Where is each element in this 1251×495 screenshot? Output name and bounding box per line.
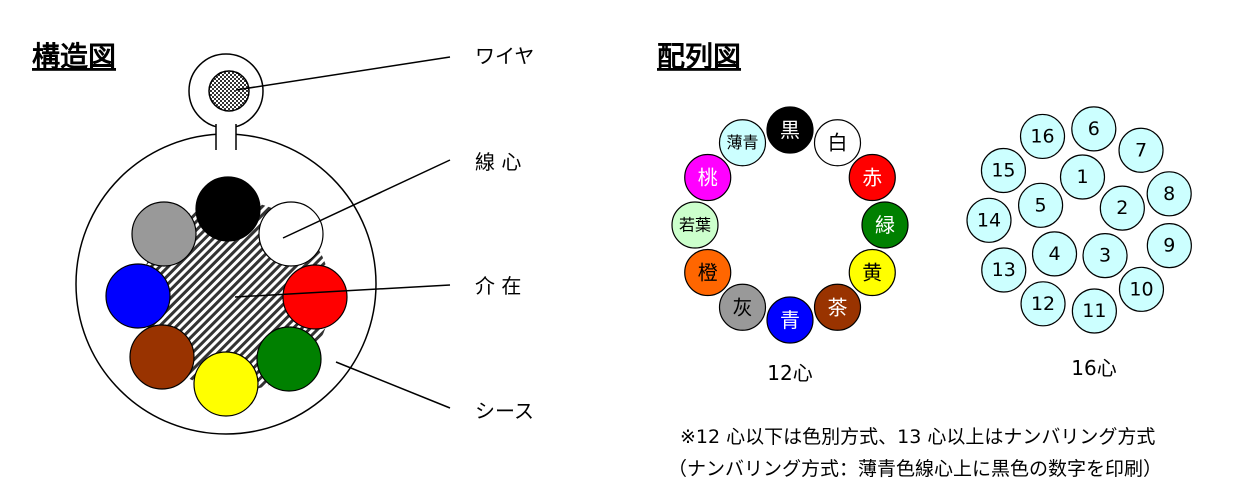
label-core: 線 心 bbox=[475, 150, 521, 174]
core-16-label: 1 bbox=[1076, 166, 1088, 188]
core-16 bbox=[1099, 185, 1145, 231]
core-12 bbox=[813, 283, 862, 331]
core-circle bbox=[282, 264, 348, 330]
core-16-label: 10 bbox=[1129, 278, 1153, 300]
core-16 bbox=[1020, 281, 1066, 327]
core-12-label: 緑 bbox=[875, 213, 895, 237]
core-circle bbox=[105, 263, 171, 329]
core-12-label: 灰 bbox=[733, 295, 753, 319]
structure-title: 構造図 bbox=[32, 40, 116, 73]
leader-core bbox=[282, 159, 451, 239]
core-16 bbox=[1118, 127, 1164, 173]
core-12-label: 桃 bbox=[698, 166, 718, 190]
core-16 bbox=[1017, 182, 1064, 228]
core-12 bbox=[671, 201, 719, 249]
core-16 bbox=[1146, 223, 1192, 269]
core-12-label: 橙 bbox=[698, 261, 718, 285]
core-16-label: 12 bbox=[1031, 293, 1055, 315]
core-16-label: 13 bbox=[992, 259, 1016, 281]
label-sheath: シース bbox=[475, 399, 534, 423]
core-12 bbox=[813, 119, 862, 167]
core-circle bbox=[131, 201, 197, 267]
core-12-label: 白 bbox=[828, 131, 848, 155]
core-12 bbox=[684, 248, 732, 297]
core-12-label: 茶 bbox=[828, 295, 848, 319]
core-16-label: 11 bbox=[1082, 300, 1106, 322]
core-16-label: 15 bbox=[991, 160, 1015, 182]
note-line-1: ※12 心以下は色別方式、13 心以上はナンバリング方式 bbox=[680, 426, 1155, 448]
core-12-label: 薄青 bbox=[726, 133, 758, 152]
core-16-label: 9 bbox=[1163, 235, 1175, 257]
leader-lines bbox=[234, 56, 451, 409]
core-16 bbox=[1059, 154, 1106, 200]
neck bbox=[216, 124, 236, 152]
core-16 bbox=[1071, 288, 1117, 334]
core-16 bbox=[1118, 266, 1165, 312]
core-16 bbox=[981, 247, 1027, 293]
core-circle bbox=[195, 176, 261, 242]
core-12-label: 赤 bbox=[862, 166, 882, 190]
core-12 bbox=[766, 296, 814, 344]
core-12 bbox=[766, 106, 814, 154]
core-12 bbox=[718, 283, 767, 331]
core-circle bbox=[129, 324, 195, 390]
label-wire: ワイヤ bbox=[475, 44, 534, 68]
core-12 bbox=[861, 201, 909, 249]
core-12 bbox=[718, 119, 767, 167]
cable-cross-section bbox=[75, 53, 377, 435]
core-circle bbox=[256, 326, 322, 392]
note-line-2: （ナンバリング方式：薄青色線心上に黒色の数字を印刷） bbox=[668, 458, 1162, 480]
core-16 bbox=[966, 197, 1012, 243]
core-circle bbox=[193, 351, 259, 417]
core-16 bbox=[1071, 106, 1117, 152]
core-16-label: 8 bbox=[1163, 183, 1175, 205]
core-16-label: 5 bbox=[1035, 194, 1047, 216]
core-16 bbox=[1082, 233, 1128, 279]
core-16-label: 14 bbox=[977, 209, 1001, 231]
caption-12-core: 12心 bbox=[767, 361, 812, 385]
leader-wire bbox=[235, 56, 451, 91]
core-12-label: 青 bbox=[780, 308, 800, 332]
core-16-label: 3 bbox=[1099, 245, 1111, 267]
caption-16-core: 16心 bbox=[1071, 356, 1116, 380]
core-16 bbox=[980, 147, 1027, 194]
core-16-label: 2 bbox=[1116, 197, 1128, 219]
core-16-label: 4 bbox=[1048, 243, 1060, 265]
leader-filler bbox=[234, 284, 451, 298]
core-16 bbox=[1019, 113, 1066, 160]
core-circles bbox=[105, 176, 348, 417]
core-12 bbox=[848, 248, 896, 297]
core-16-label: 7 bbox=[1135, 139, 1147, 161]
core-16-label: 6 bbox=[1088, 118, 1100, 140]
core-12 bbox=[684, 153, 732, 202]
label-filler: 介 在 bbox=[475, 274, 521, 298]
core-12-label: 若葉 bbox=[679, 216, 711, 235]
arrangement-title: 配列図 bbox=[657, 40, 741, 73]
core-16 bbox=[1031, 231, 1078, 277]
leader-sheath bbox=[335, 361, 451, 409]
core-12 bbox=[848, 153, 896, 202]
core-16 bbox=[1146, 171, 1192, 217]
wire-icon bbox=[208, 70, 250, 112]
core-16-label: 16 bbox=[1030, 125, 1054, 147]
core-12-label: 黄 bbox=[862, 261, 882, 285]
core-12-label: 黒 bbox=[780, 118, 800, 142]
